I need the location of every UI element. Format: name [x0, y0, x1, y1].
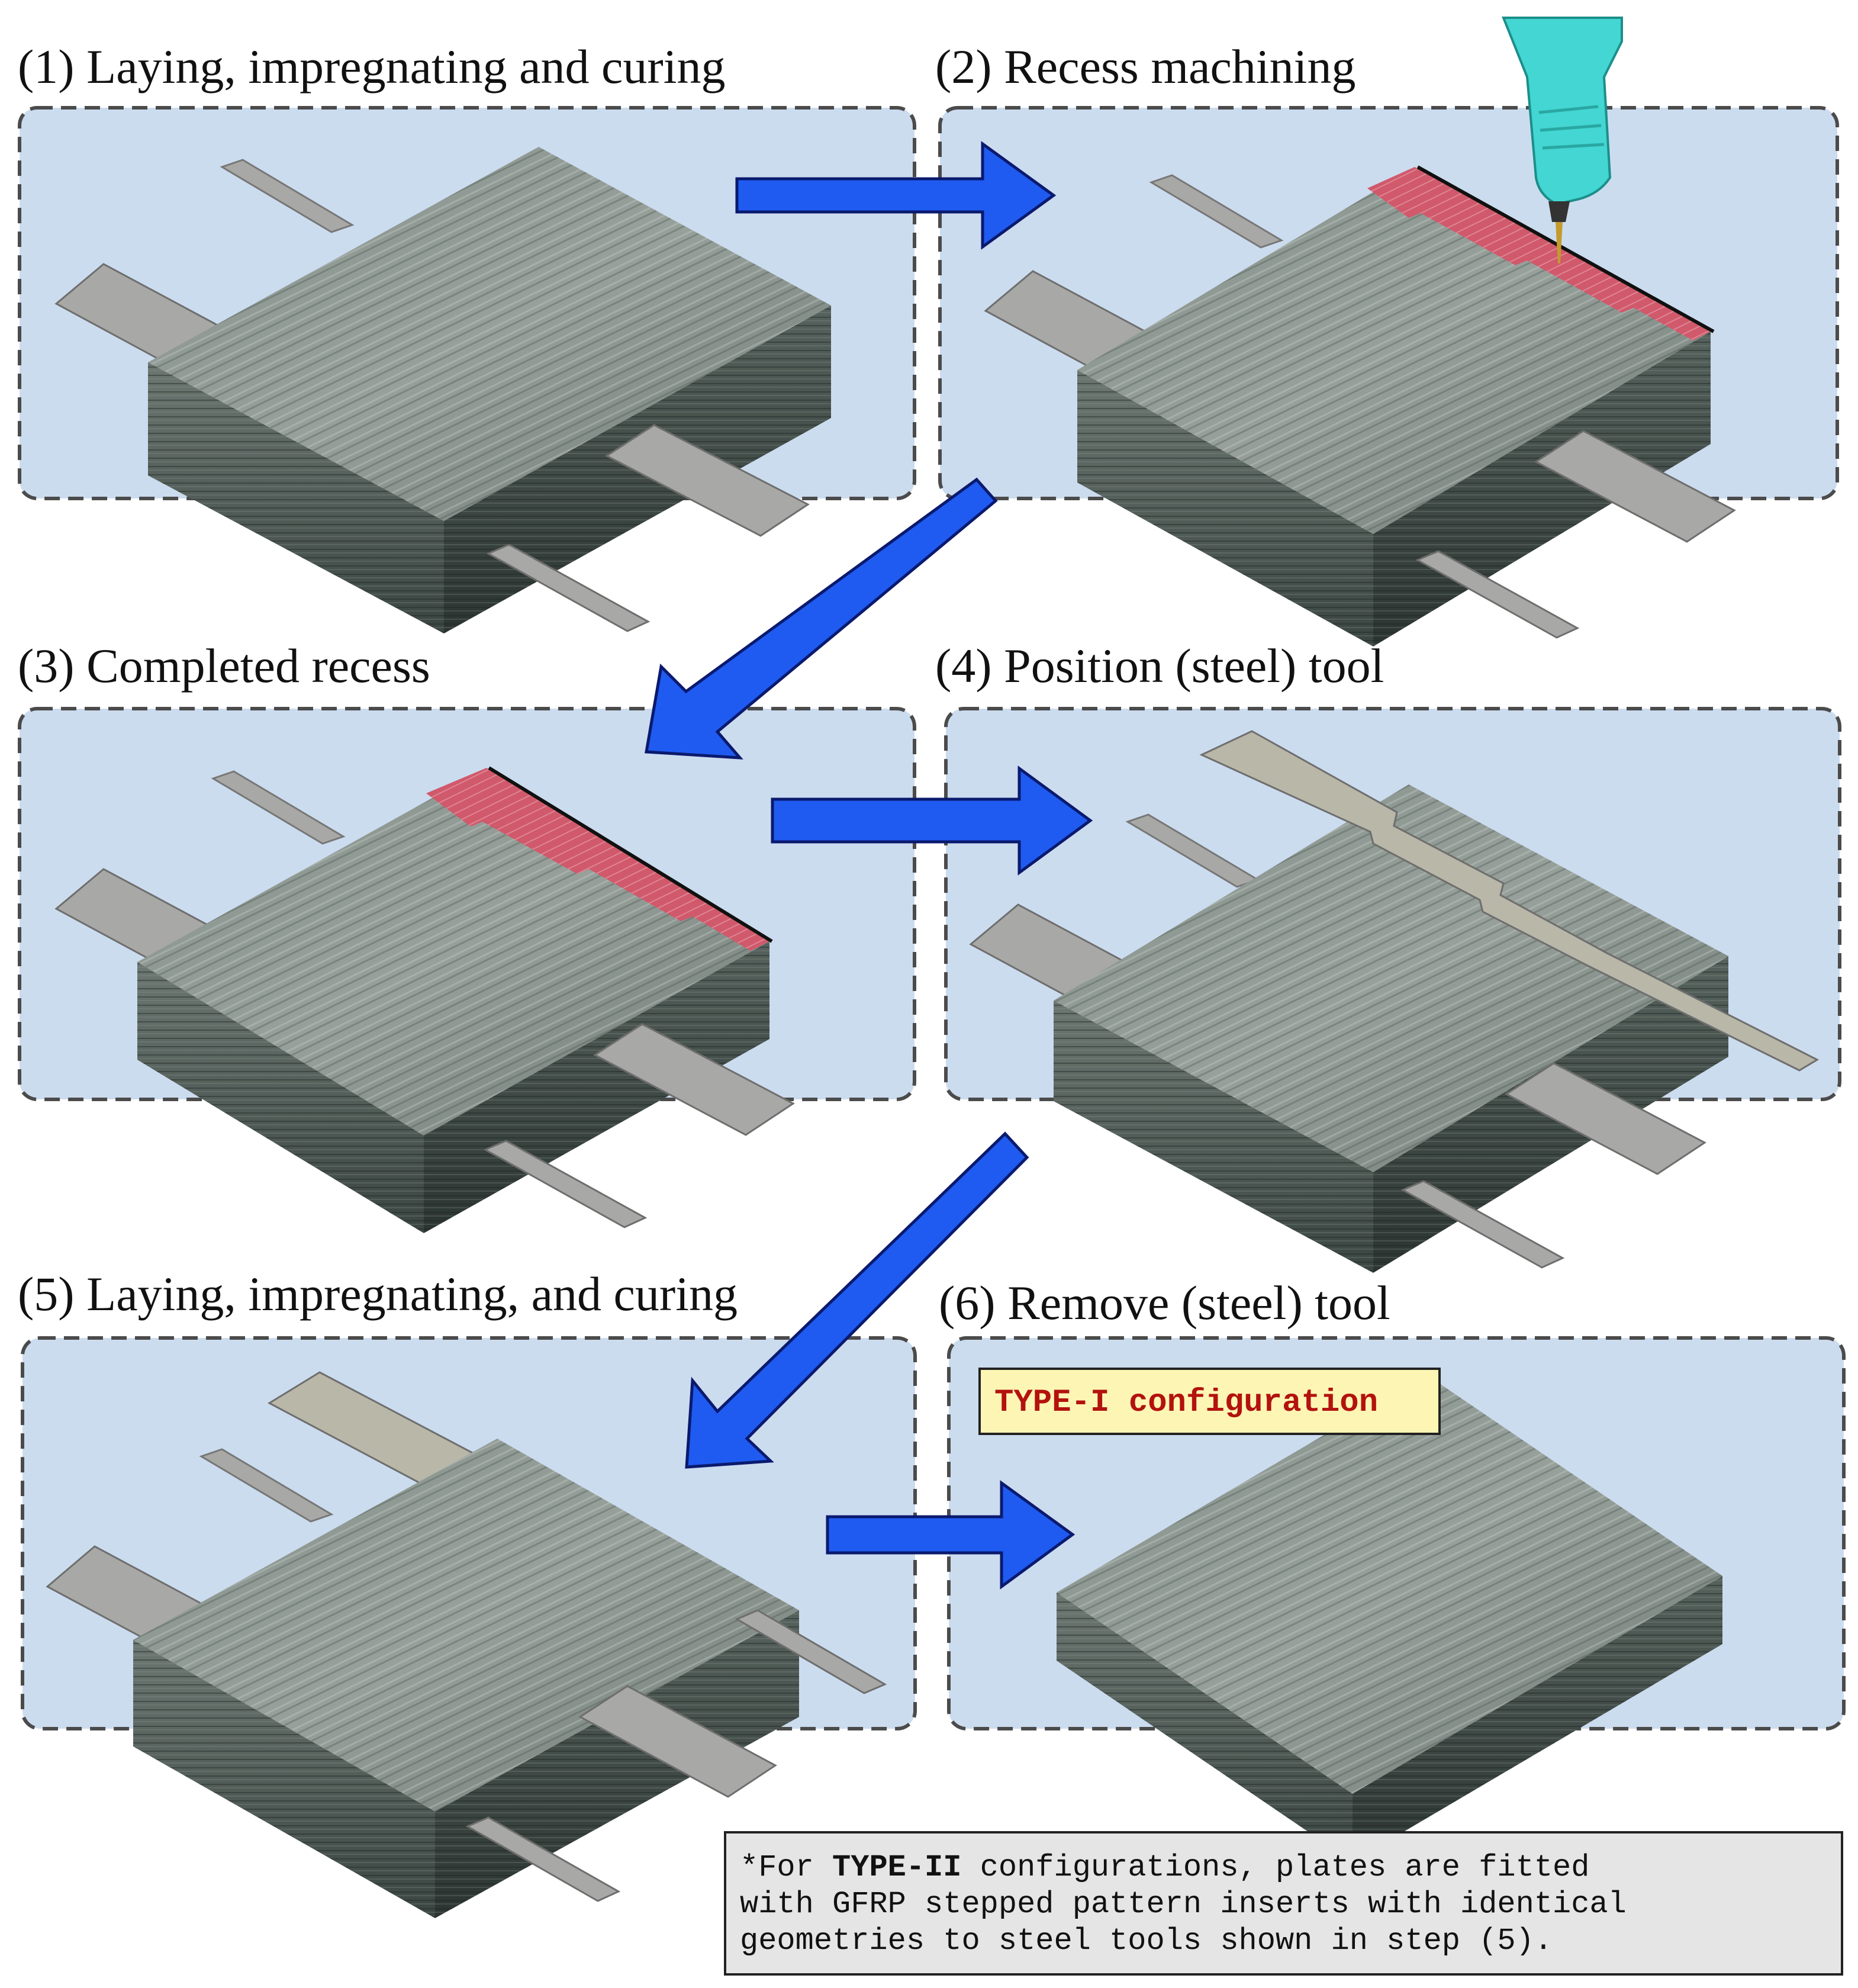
type-i-badge [978, 1368, 1441, 1435]
note-line-1: *For TYPE-II configurations, plates are … [740, 1850, 1589, 1885]
steel-plate-right [1534, 430, 1736, 543]
note-line-2: with GFRP stepped pattern inserts with i… [740, 1887, 1627, 1922]
steel-strip-back-left [211, 770, 346, 845]
steel-strip-back-left [199, 1448, 334, 1523]
step-4-panel: (4) Position (steel) tool [935, 639, 1841, 1273]
steel-strip-front [1415, 550, 1580, 639]
arrow-down-left-icon [645, 477, 998, 760]
step-2-panel: (2) Recess machining [935, 17, 1839, 646]
steel-strip-back-left [220, 159, 355, 233]
step-6-panel: (6) Remove (steel) tool TYPE-I configura… [939, 1276, 1846, 1862]
arrow-right-icon [826, 1480, 1075, 1590]
drill-bit-icon [1556, 222, 1563, 263]
arrow-right-icon [771, 765, 1093, 876]
arrow-right-icon [735, 141, 1057, 250]
step-4-title: (4) Position (steel) tool [935, 639, 1384, 693]
steel-strip-front [483, 1140, 648, 1228]
drill-chuck-icon [1548, 201, 1570, 222]
steel-strip-front [1400, 1180, 1565, 1269]
note-box [724, 1831, 1843, 1976]
process-arrows [645, 141, 1093, 1590]
step-1-panel: (1) Laying, impregnating and curing [18, 40, 916, 633]
steel-strip-back-left [1149, 174, 1284, 249]
step-4-laminate [969, 730, 1820, 1273]
step-1-title: (1) Laying, impregnating and curing [18, 40, 726, 94]
step-1-laminate [54, 147, 831, 633]
note-line-3: geometries to steel tools shown in step … [740, 1923, 1553, 1958]
recess-edge [1416, 165, 1715, 333]
steel-strip-front [486, 543, 651, 632]
steel-strip-right [735, 1609, 887, 1694]
type-ii-note: *For TYPE-II configurations, plates are … [724, 1831, 1843, 1976]
steel-plate-right [593, 1023, 795, 1136]
recess-region [1367, 167, 1711, 340]
steel-strip-front [465, 1816, 621, 1902]
step-2-title: (2) Recess machining [935, 40, 1355, 94]
step-5-laminate [46, 1371, 887, 1918]
step-5-title: (5) Laying, impregnating, and curing [18, 1267, 738, 1321]
step-6-title: (6) Remove (steel) tool [939, 1276, 1390, 1330]
step-3-laminate [54, 766, 795, 1233]
recess-edge [488, 766, 773, 943]
type-i-badge-label: TYPE-I configuration [994, 1385, 1378, 1421]
step-3-title: (3) Completed recess [18, 639, 430, 693]
arrow-down-left-icon [685, 1131, 1029, 1469]
step-6-laminate [1057, 1375, 1722, 1862]
step-3-panel: (3) Completed recess [18, 639, 916, 1233]
steel-tool-stepped [1199, 730, 1820, 1072]
drill-tool [1502, 17, 1623, 263]
steel-plate-right [1505, 1062, 1706, 1175]
steel-plate-right [605, 424, 810, 537]
step-2-laminate [984, 165, 1736, 646]
steel-plate-right [578, 1685, 777, 1798]
recess-region [426, 768, 769, 951]
